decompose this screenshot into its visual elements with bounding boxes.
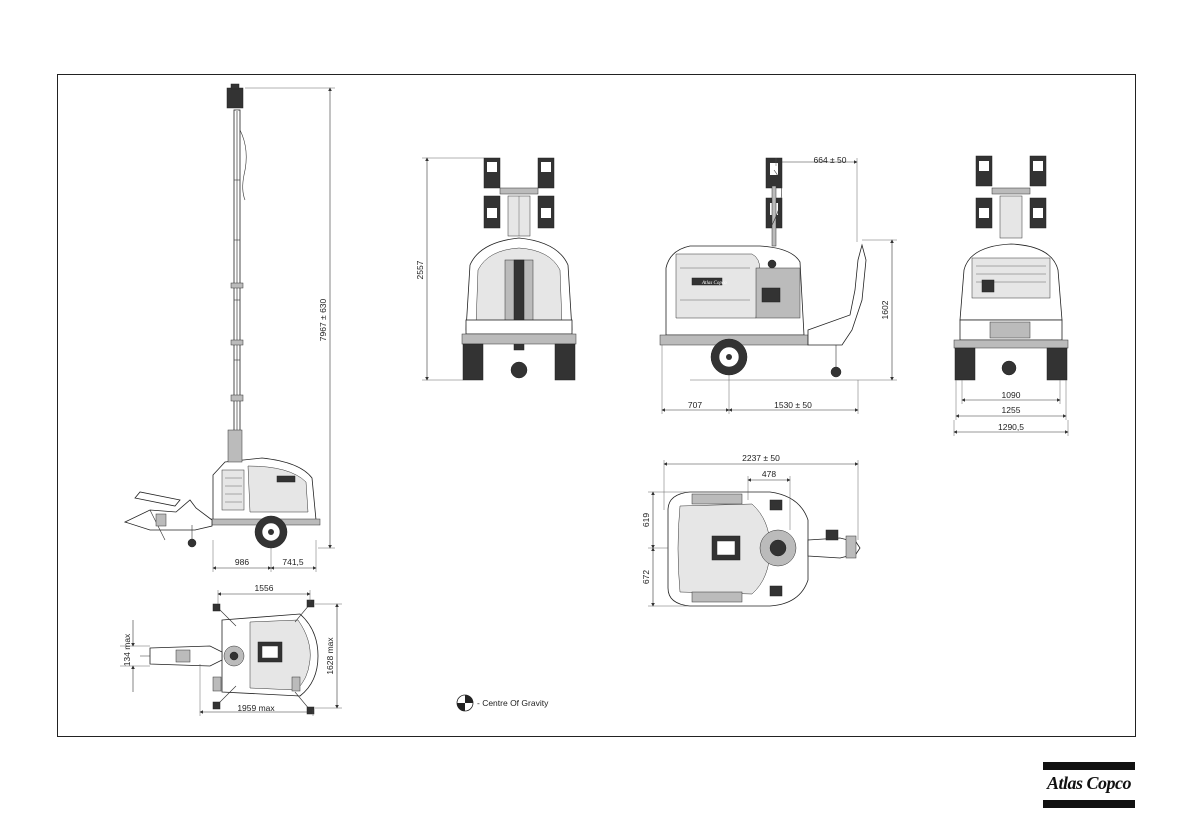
mast (227, 84, 246, 450)
lamp-array-front (484, 158, 554, 236)
atlas-copco-logo: Atlas Copco (1043, 762, 1135, 808)
dim-front-height: 2557 (415, 260, 425, 279)
legend-cog-label: - Centre Of Gravity (477, 698, 549, 708)
side-view-right: Atlas Copco 664 ± 50 1602 707 1530 ± 50 (660, 155, 897, 414)
logo-text: Atlas Copco (1043, 773, 1135, 794)
dim-top-large-mast-offset: 478 (762, 469, 776, 479)
dim-axle-to-rear: 741,5 (282, 557, 304, 567)
trailer-body-side (125, 430, 320, 548)
dim-top-small-width: 1556 (255, 583, 274, 593)
front-view: 2557 (415, 158, 576, 380)
lamp-array-rear (976, 156, 1046, 238)
legend-cog: - Centre Of Gravity (457, 695, 549, 711)
side-view-left: 7967 ± 630 986 741,5 (125, 84, 335, 572)
top-view-large: 2237 ± 50 478 619 672 (641, 453, 860, 606)
dim-boom-offset: 664 ± 50 (813, 155, 846, 165)
dim-top-large-lower: 672 (641, 570, 651, 584)
dim-top-small-depth: 1628 max (325, 637, 335, 675)
top-view-small: 1556 134 max 1628 max 1959 max (120, 583, 342, 716)
dim-rear-overall-width: 1290,5 (998, 422, 1024, 432)
dim-top-large-upper: 619 (641, 513, 651, 527)
dim-drawbar-height: 1602 (880, 300, 890, 319)
lamp-array-side (766, 158, 782, 246)
dim-hitch-to-axle: 986 (235, 557, 249, 567)
dim-rear-wheel-width: 1255 (1002, 405, 1021, 415)
dim-mast-height: 7967 ± 630 (318, 298, 328, 341)
dim-rear-track: 1090 (1002, 390, 1021, 400)
dim-front-overhang: 707 (688, 400, 702, 410)
rear-view: 1090 1255 1290,5 (954, 156, 1068, 436)
dim-top-large-length: 2237 ± 50 (742, 453, 780, 463)
dim-top-small-tow: 134 max (122, 633, 132, 666)
drawing-frame (58, 75, 1136, 737)
dim-axle-to-hitch: 1530 ± 50 (774, 400, 812, 410)
side-brand-mark: Atlas Copco (701, 281, 727, 286)
logo-bar-bottom (1043, 800, 1135, 808)
dim-top-small-length: 1959 max (237, 703, 275, 713)
logo-bar-top (1043, 762, 1135, 770)
